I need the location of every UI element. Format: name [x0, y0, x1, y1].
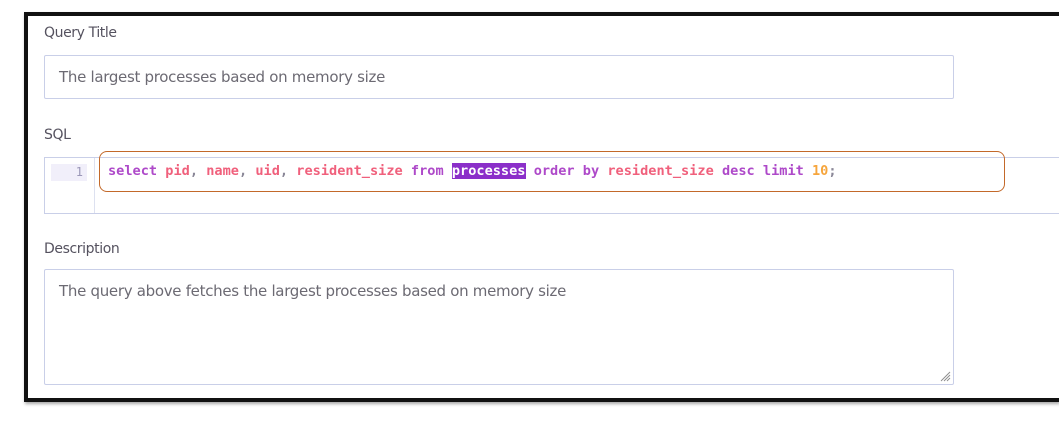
sql-space [804, 163, 812, 179]
description-label: Description [44, 241, 120, 257]
sql-column-resident-size: resident_size [607, 163, 714, 179]
description-text: The query above fetches the largest proc… [59, 282, 566, 300]
sql-table-processes-selected: processes [451, 163, 526, 179]
sql-space [714, 163, 722, 179]
sql-comma: , [279, 163, 297, 179]
sql-keyword-from: from [410, 163, 444, 179]
sql-space [755, 163, 763, 179]
sql-space [444, 163, 452, 179]
sql-space [403, 163, 411, 179]
line-number-gutter: 1 [45, 158, 95, 213]
query-title-input[interactable]: The largest processes based on memory si… [44, 55, 954, 99]
sql-editor[interactable]: 1 select pid, name, uid, resident_size f… [44, 151, 1059, 214]
sql-label: SQL [44, 127, 71, 143]
sql-keyword-desc: desc [721, 163, 755, 179]
sql-comma: , [189, 163, 207, 179]
resize-grip-icon[interactable] [939, 370, 951, 382]
sql-keyword-order-by: order by [533, 163, 600, 179]
sql-column-resident-size: resident_size [296, 163, 403, 179]
sql-column-name: name [206, 163, 239, 179]
sql-keyword-limit: limit [762, 163, 804, 179]
sql-code-line[interactable]: select pid, name, uid, resident_size fro… [99, 151, 1005, 192]
line-number: 1 [51, 164, 87, 181]
query-form-panel: Query Title The largest processes based … [24, 12, 1059, 402]
description-textarea[interactable]: The query above fetches the largest proc… [44, 269, 954, 385]
sql-column-pid: pid [165, 163, 190, 179]
sql-space [526, 163, 534, 179]
sql-keyword-select: select [108, 163, 158, 179]
sql-number-limit-value: 10 [812, 163, 829, 179]
query-title-label: Query Title [44, 25, 117, 41]
sql-comma: , [238, 163, 256, 179]
sql-semicolon: ; [828, 163, 837, 179]
sql-column-uid: uid [255, 163, 280, 179]
